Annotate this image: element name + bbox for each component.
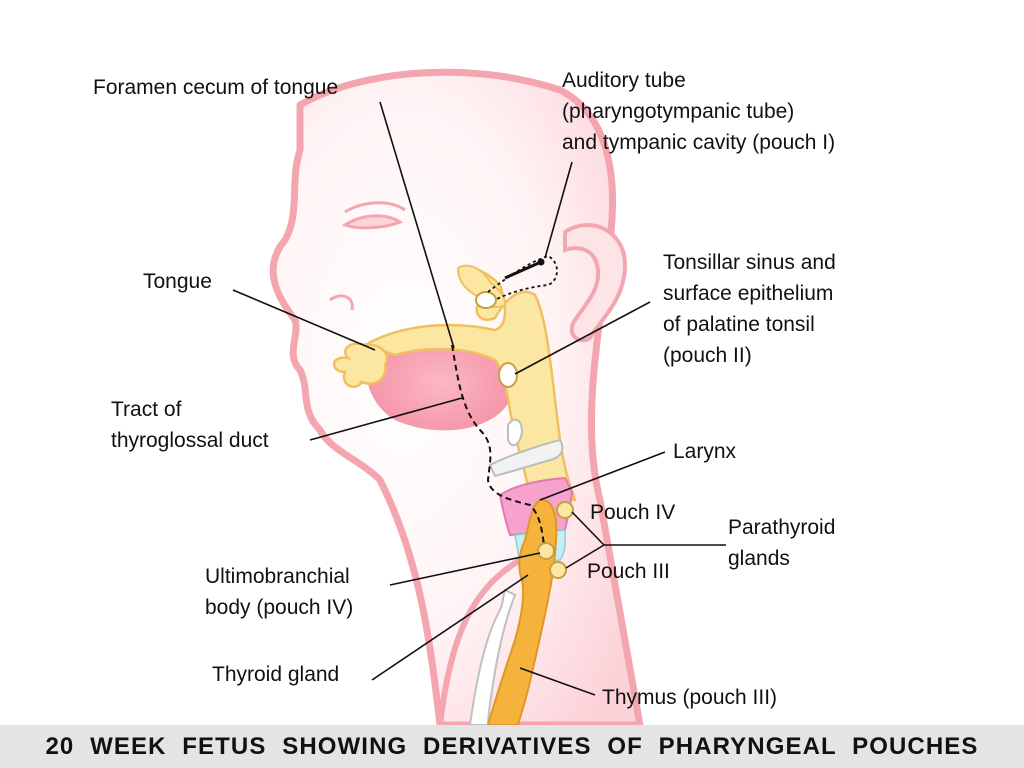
label-line: Tonsillar sinus and [663, 251, 836, 274]
leader-thymus [519, 667, 596, 696]
caption-bar: 20 WEEK FETUS SHOWING DERIVATIVES OF PHA… [0, 725, 1024, 768]
tongue-tip [332, 342, 388, 388]
epiglottis [507, 418, 524, 447]
leader-tonsillar-sinus [514, 301, 651, 375]
eyebrow [344, 201, 406, 214]
label-tongue: Tongue [143, 270, 212, 293]
pouch-iv-parathyroid-marker [556, 501, 574, 519]
leader-auditory-tube [544, 161, 573, 259]
leader-foramen-cecum [379, 101, 455, 349]
diagram: Foramen cecum of tongue Auditory tube (p… [93, 65, 836, 729]
label-line: (pouch II) [663, 344, 752, 367]
ultimobranchial-marker [537, 542, 555, 560]
label-line: glands [728, 547, 790, 570]
leader-lines [232, 101, 726, 696]
label-line: and tympanic cavity (pouch I) [562, 131, 836, 154]
label-line: Auditory tube [562, 69, 686, 92]
label-line: surface epithelium [663, 282, 834, 305]
label-ultimobranchial: Ultimobranchial body (pouch IV) [205, 561, 353, 623]
auditory-tube-path [487, 255, 558, 301]
label-line: of palatine tonsil [663, 313, 815, 336]
leader-pouch-iii [565, 544, 605, 569]
leader-pouch-iv [571, 511, 605, 546]
label-foramen-cecum: Foramen cecum of tongue [93, 76, 339, 99]
label-line: Ultimobranchial [205, 565, 350, 588]
label-auditory-tube: Auditory tube (pharyngotympanic tube) an… [562, 65, 835, 158]
leader-tongue [232, 289, 376, 351]
label-larynx: Larynx [673, 440, 737, 463]
thyroglossal-duct-path [451, 344, 545, 546]
fetal-head-neck-illustration [232, 68, 726, 729]
label-pouch-iv: Pouch IV [590, 501, 676, 524]
nostril [329, 294, 354, 311]
eye [341, 214, 404, 230]
leader-thyroid [371, 574, 529, 681]
label-line: body (pouch IV) [205, 596, 354, 619]
ear [563, 222, 628, 343]
label-parathyroid: Parathyroid glands [728, 512, 835, 574]
label-line: thyroglossal duct [111, 429, 269, 452]
hyoid-bar [488, 438, 564, 478]
label-tonsillar-sinus: Tonsillar sinus and surface epithelium o… [663, 247, 836, 371]
auditory-tube-dot [537, 258, 545, 266]
trachea [468, 588, 517, 726]
auditory-tube-bar [504, 260, 542, 280]
neck-edge [437, 557, 522, 726]
label-thyroid: Thyroid gland [212, 663, 340, 686]
leader-ultimobranchial [389, 552, 541, 586]
pouch-ii-marker [498, 362, 518, 388]
leader-thyroglossal [309, 397, 463, 441]
leader-larynx [539, 451, 666, 501]
label-thyroglossal-tract: Tract of thyroglossal duct [111, 394, 269, 456]
label-line: (pharyngotympanic tube) [562, 100, 795, 123]
pouch-iii-parathyroid-marker [549, 561, 567, 579]
label-line: Tract of [111, 398, 182, 421]
label-line: Parathyroid [728, 516, 836, 539]
label-thymus: Thymus (pouch III) [602, 686, 778, 709]
label-pouch-iii: Pouch III [587, 560, 670, 583]
caption-text: 20 WEEK FETUS SHOWING DERIVATIVES OF PHA… [45, 732, 979, 760]
pouch-i-marker [475, 291, 497, 309]
